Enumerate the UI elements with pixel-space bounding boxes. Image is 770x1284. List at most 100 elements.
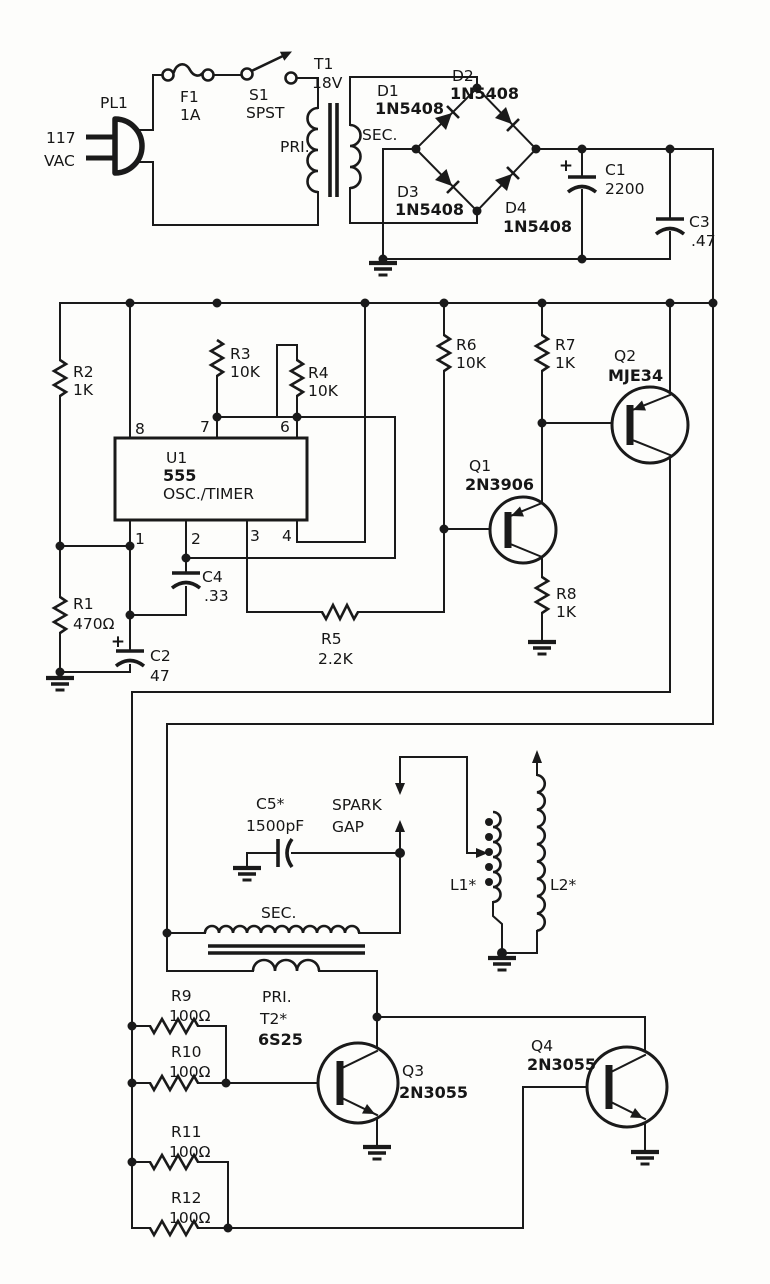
r8-value: 1K [556,603,577,621]
wire-network [59,74,714,1229]
capacitor-c1 [566,148,598,260]
r11-value: 100Ω [169,1143,211,1161]
r9-value: 100Ω [169,1007,211,1025]
q3-value: 2N3055 [399,1083,468,1102]
d3-ref: D3 [397,183,419,201]
f1-value: 1A [180,106,201,124]
d4-value: 1N5408 [503,217,572,236]
spark-gap-label: GAP [332,818,364,836]
labels: 117 VAC PL1 F1 1A S1 SPST T1 18V PRI. SE… [44,55,716,1227]
ground-icon [488,958,516,970]
c1-ref: C1 [605,161,626,179]
ground-icons [46,263,659,1164]
ac-input-label: 117 [46,129,76,147]
resistor-r8 [534,575,550,615]
r7-value: 1K [555,354,576,372]
spark-gap-label: SPARK [332,796,383,814]
c2-polarity: + [111,632,125,652]
r3-value: 10K [230,363,261,381]
d4-ref: D4 [505,199,527,217]
t1-sec-label: SEC. [362,126,397,144]
ground-icon [528,642,556,654]
r4-ref: R4 [308,364,329,382]
c1-polarity: + [559,156,573,176]
plug-pl1 [86,116,145,176]
r12-value: 100Ω [169,1209,211,1227]
d1-ref: D1 [377,82,399,100]
transistor-q2 [610,385,690,465]
diode-d3 [435,169,460,194]
c1-value: 2200 [605,180,644,198]
t1-value: 18V [312,74,343,92]
f1-ref: F1 [180,88,199,106]
q2-value: MJE34 [608,366,663,385]
inductor-l1 [485,810,502,904]
diode-d2 [495,107,520,132]
r6-value: 10K [456,354,487,372]
u1-ref: U1 [166,449,187,467]
fuse-f1 [161,63,215,82]
transformer-t2 [203,924,365,972]
resistor-r5 [320,603,360,621]
c3-ref: C3 [689,213,710,231]
r11-ref: R11 [171,1123,202,1141]
capacitor-c4 [170,571,202,590]
transistor-q3 [316,1041,400,1125]
capacitor-c5 [276,837,294,869]
ic-u1-555 [113,436,309,522]
transistor-q4 [585,1045,669,1129]
ground-icon [233,868,261,880]
transistor-q1 [488,495,558,565]
q1-ref: Q1 [469,457,491,475]
q4-ref: Q4 [531,1037,553,1055]
u1-pin8: 8 [135,420,145,438]
u1-pin1: 1 [135,530,145,548]
c4-value: .33 [204,587,229,605]
c2-value: 47 [150,667,170,685]
t2-value: 6S25 [258,1030,303,1049]
r5-value: 2.2K [318,650,354,668]
resistor-r2 [52,358,68,398]
r7-ref: R7 [555,336,576,354]
r12-ref: R12 [171,1189,202,1207]
t2-pri-label: PRI. [262,988,292,1006]
q2-ref: Q2 [614,347,636,365]
resistor-r3 [209,338,225,378]
d3-value: 1N5408 [395,200,464,219]
r3-ref: R3 [230,345,251,363]
ac-input-label: VAC [44,152,75,170]
t1-pri-label: PRI. [280,138,310,156]
t1-ref: T1 [313,55,333,73]
resistor-r4 [289,358,305,398]
u1-desc: OSC./TIMER [163,485,254,503]
u1-pin3: 3 [250,527,260,545]
s1-value: SPST [246,104,285,122]
spark-gap [395,783,488,858]
q3-ref: Q3 [402,1062,424,1080]
r1-ref: R1 [73,595,94,613]
discharge-arrow-icon [532,750,542,763]
d2-ref: D2 [452,67,474,85]
u1-pin2: 2 [191,530,201,548]
r2-value: 1K [73,381,94,399]
u1-pin7: 7 [200,418,210,436]
diode-d4 [495,166,520,191]
resistor-r6 [436,333,452,373]
l2-ref: L2* [550,876,576,894]
inductor-l2 [532,750,546,932]
r8-ref: R8 [556,585,577,603]
c5-value: 1500pF [246,817,304,835]
pl1-ref: PL1 [100,94,128,112]
q4-value: 2N3055 [527,1055,596,1074]
c3-value: .47 [691,232,716,250]
r9-ref: R9 [171,987,192,1005]
r4-value: 10K [308,382,339,400]
l1-ref: L1* [450,876,476,894]
t2-ref: T2* [259,1010,287,1028]
r10-ref: R10 [171,1043,202,1061]
u1-pin6: 6 [280,418,290,436]
c2-ref: C2 [150,647,171,665]
r10-value: 100Ω [169,1063,211,1081]
